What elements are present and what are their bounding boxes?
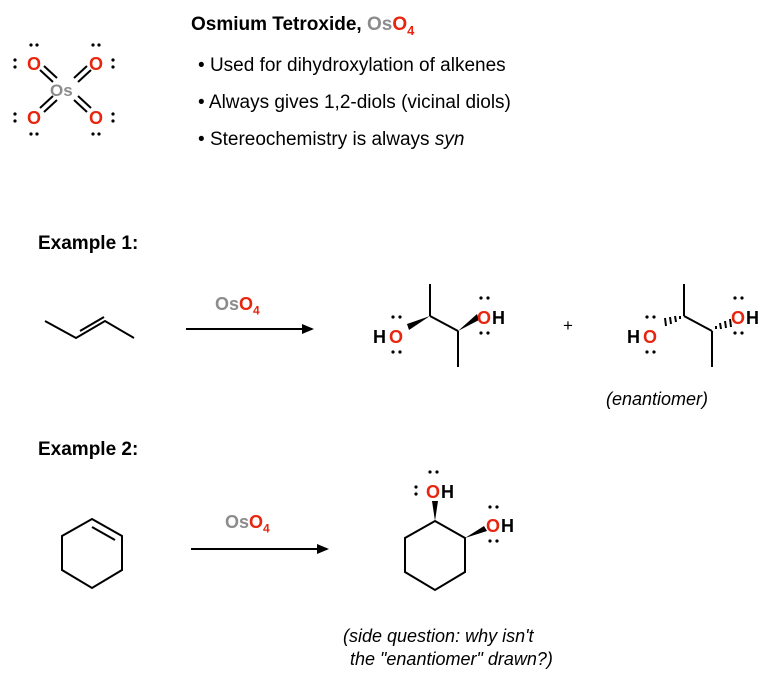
wedge-bond — [458, 314, 479, 331]
formula-sub: 4 — [407, 22, 415, 38]
svg-text:H: H — [746, 308, 759, 328]
example-2-reagent: OsO4 — [225, 512, 270, 536]
lone-pairs — [414, 470, 499, 543]
bullet-1-text: Used for dihydroxylation of alkenes — [209, 55, 506, 76]
enantiomer-note: (enantiomer) — [606, 389, 709, 409]
cyclohexane-diol-product: O H O H — [404, 470, 514, 592]
svg-text:H: H — [373, 327, 386, 347]
osmium-tetroxide-structure: Os O O O O — [13, 43, 115, 136]
formula-os: Os — [366, 14, 393, 35]
diol-product-1: H O O H — [373, 284, 505, 367]
example-1-reagent: OsO4 — [215, 294, 260, 318]
trans-2-butene — [44, 316, 135, 340]
example-1-label: Example 1: — [38, 233, 139, 254]
cyclohexene — [61, 517, 123, 590]
oxygen-atom-bl: O — [27, 108, 41, 128]
lone-pairs-oso4 — [13, 43, 115, 136]
svg-text:H: H — [492, 308, 505, 328]
lone-pairs — [391, 296, 490, 354]
example-2-label: Example 2: — [38, 439, 139, 460]
oxygen-atom-tr: O — [89, 54, 103, 74]
plus-sign: + — [563, 316, 573, 335]
svg-text:H: H — [441, 482, 454, 502]
hash-bond — [715, 318, 732, 330]
diol-product-enantiomer: H O O H — [627, 284, 759, 367]
svg-text:O: O — [731, 308, 745, 328]
svg-text:H: H — [501, 516, 514, 536]
lone-pairs — [645, 296, 744, 354]
bullet-3-text: Stereochemistry is always — [209, 129, 435, 150]
svg-text:O: O — [486, 516, 500, 536]
page-title: Osmium Tetroxide, OsO4 — [191, 14, 414, 38]
svg-text:H: H — [627, 327, 640, 347]
wedge-bond — [407, 316, 430, 330]
svg-text:O: O — [477, 308, 491, 328]
bullet-3: • Stereochemistry is always syn — [198, 129, 465, 150]
hash-bond — [664, 315, 681, 327]
bullet-2: • Always gives 1,2-diols (vicinal diols) — [198, 92, 511, 113]
formula-o: O — [392, 14, 408, 35]
svg-text:O: O — [389, 327, 403, 347]
wedge-bond — [465, 526, 487, 538]
bullet-1: • Used for dihydroxylation of alkenes — [198, 55, 506, 76]
oxygen-atom-br: O — [89, 108, 103, 128]
svg-text:O: O — [426, 482, 440, 502]
side-question-line-1: (side question: why isn't — [343, 626, 534, 646]
svg-text:O: O — [643, 327, 657, 347]
oxygen-atom-tl: O — [27, 54, 41, 74]
side-question-line-2: the "enantiomer" drawn?) — [350, 649, 553, 669]
title-text: Osmium Tetroxide, — [191, 14, 367, 35]
wedge-bond — [432, 501, 438, 521]
bullet-3-emphasis: syn — [434, 129, 465, 150]
bullet-2-text: Always gives 1,2-diols (vicinal diols) — [208, 92, 511, 113]
osmium-atom: Os — [50, 81, 73, 100]
